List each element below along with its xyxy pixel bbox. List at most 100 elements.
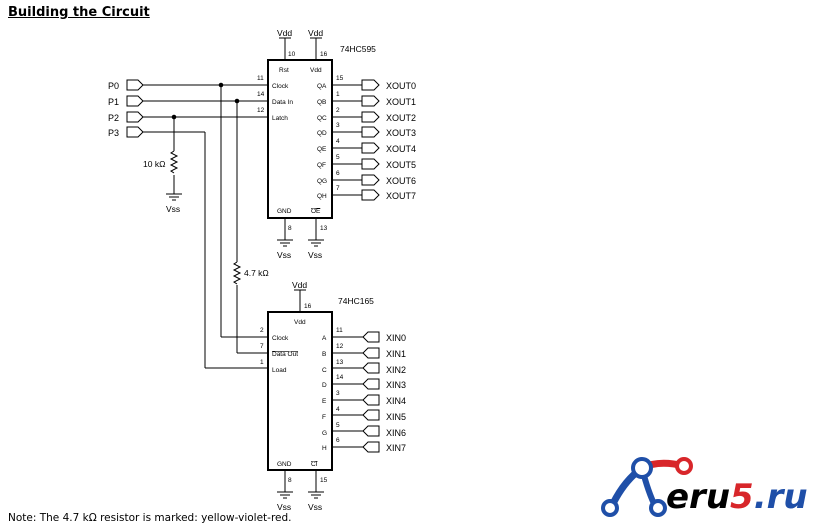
pin-number: 4 <box>336 406 340 413</box>
ground-symbol <box>308 239 324 247</box>
pin-number: 14 <box>257 91 265 98</box>
output-connector-icon <box>361 142 380 154</box>
pin-name-ci: CI <box>311 461 318 468</box>
port-label: XIN2 <box>386 365 406 375</box>
pin-name-qd: QD <box>317 130 327 137</box>
pin-name-qc: QC <box>317 115 327 122</box>
pin-name-qf: QF <box>317 162 326 169</box>
vss-label: Vss <box>308 502 322 512</box>
output-connector-icon <box>361 126 380 138</box>
ground-symbol <box>277 239 293 247</box>
pin-number: 6 <box>336 437 340 444</box>
input-connector-p3 <box>126 126 144 138</box>
ground-symbol <box>166 193 182 201</box>
port-label: XOUT3 <box>386 128 416 138</box>
port-label: XIN3 <box>386 380 406 390</box>
port-label: XOUT7 <box>386 191 416 201</box>
pin-number: 7 <box>336 185 340 192</box>
pin-name-qg: QG <box>317 178 327 185</box>
pin-number: 2 <box>336 107 340 114</box>
output-connector-icon <box>361 95 380 107</box>
junction-dots <box>171 82 240 120</box>
input-connector-p0 <box>126 79 144 91</box>
input-label-p2: P2 <box>108 113 119 123</box>
chip-74hc165-inputs: A 11 XIN0 B 12 XIN1 C 13 XIN2 D 14 XIN3 … <box>322 327 406 453</box>
port-label: XOUT4 <box>386 144 416 154</box>
pin-number: 8 <box>288 477 292 484</box>
pin-name-qa: QA <box>317 83 327 90</box>
logo-text: eru5.ru <box>666 477 808 517</box>
vss-label: Vss <box>277 250 291 260</box>
pin-name-f: F <box>322 414 326 421</box>
pin-name-h: H <box>322 445 327 452</box>
output-connector-icon <box>361 174 380 186</box>
resistor-4k7 <box>232 261 242 285</box>
pin-name-gnd: GND <box>277 461 292 468</box>
pin-number: 16 <box>320 51 328 58</box>
input-connector-icon <box>362 362 380 374</box>
pin-name-clock: Clock <box>272 83 289 90</box>
port-label: XIN7 <box>386 443 406 453</box>
port-label: XIN4 <box>386 396 406 406</box>
input-label-p0: P0 <box>108 81 119 91</box>
pin-name-b: B <box>322 351 326 358</box>
pin-number: 11 <box>257 75 264 82</box>
input-label-p1: P1 <box>108 97 119 107</box>
pin-name-qb: QB <box>317 99 326 106</box>
pin-name-oe: OE <box>311 208 321 215</box>
resistor-10k-label: 10 kΩ <box>143 159 165 169</box>
pin-name-qh: QH <box>317 193 327 200</box>
chip-74hc595-body <box>267 59 333 219</box>
input-connector-icon <box>362 394 380 406</box>
input-connector-p1 <box>126 95 144 107</box>
vss-label: Vss <box>277 502 291 512</box>
pin-name-latch: Latch <box>272 115 288 122</box>
input-connector-icon <box>362 425 380 437</box>
pin-number: 12 <box>257 107 265 114</box>
input-connector-icon <box>362 331 380 343</box>
pin-number: 4 <box>336 138 340 145</box>
pin-name-e: E <box>322 398 327 405</box>
port-label: XIN1 <box>386 349 406 359</box>
vss-label: Vss <box>308 250 322 260</box>
pin-number: 13 <box>336 359 344 366</box>
output-connector-icon <box>361 189 380 201</box>
input-connectors <box>332 331 380 453</box>
input-connector-icon <box>362 441 380 453</box>
port-label: XOUT1 <box>386 97 416 107</box>
footnote: Note: The 4.7 kΩ resistor is marked: yel… <box>8 512 292 524</box>
pin-number: 3 <box>336 390 340 397</box>
chip-74hc595-outputs: QA 15 XOUT0 QB 1 XOUT1 QC 2 XOUT2 QD 3 X… <box>317 75 416 201</box>
port-label: XOUT6 <box>386 176 416 186</box>
vdd-label: Vdd <box>277 28 292 38</box>
port-label: XIN0 <box>386 333 406 343</box>
vdd-label: Vdd <box>308 28 323 38</box>
pin-name-rst: Rst <box>279 67 289 74</box>
pin-number: 16 <box>304 303 312 310</box>
pin-name-vdd: Vdd <box>294 319 306 326</box>
pin-number: 14 <box>336 374 344 381</box>
pin-number: 11 <box>336 327 343 334</box>
pin-number: 5 <box>336 422 340 429</box>
pin-number: 1 <box>336 91 340 98</box>
pin-number: 15 <box>336 75 344 82</box>
pin-name-d: D <box>322 382 327 389</box>
pin-number: 8 <box>288 225 292 232</box>
input-label-p3: P3 <box>108 128 119 138</box>
pin-name-qe: QE <box>317 146 327 153</box>
port-label: XOUT5 <box>386 160 416 170</box>
pin-name-vdd: Vdd <box>310 67 322 74</box>
pin-number: 15 <box>320 477 328 484</box>
output-connector-icon <box>361 158 380 170</box>
pin-name-load: Load <box>272 367 287 374</box>
port-label: XOUT0 <box>386 81 416 91</box>
output-connectors <box>332 79 380 201</box>
resistor-4k7-label: 4.7 kΩ <box>244 268 269 278</box>
ground-symbol <box>277 491 293 499</box>
port-label: XIN6 <box>386 428 406 438</box>
pin-name-data-out: Data Out <box>272 351 298 358</box>
pin-number: 12 <box>336 343 344 350</box>
input-connector-p2 <box>126 111 144 123</box>
pin-number: 3 <box>336 122 340 129</box>
output-connector-icon <box>361 111 380 123</box>
